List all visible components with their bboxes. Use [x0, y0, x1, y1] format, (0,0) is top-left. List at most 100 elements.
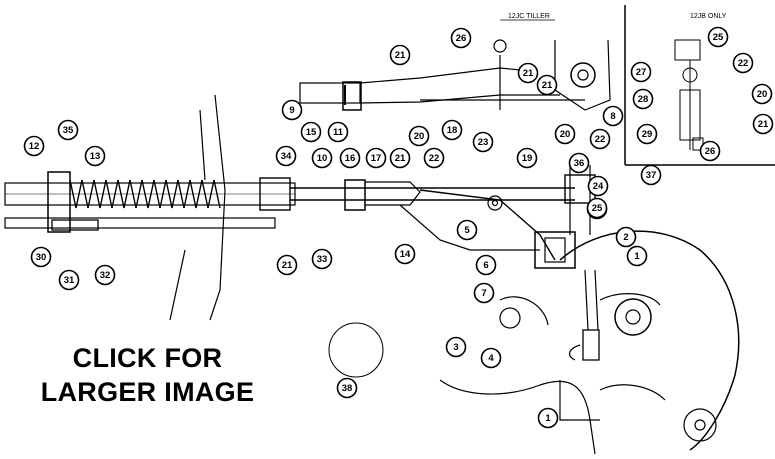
- callout-13: 13: [84, 145, 106, 167]
- callout-26: 26: [699, 140, 721, 162]
- callout-30: 30: [30, 246, 52, 268]
- callout-38: 38: [336, 377, 358, 399]
- callout-28: 28: [632, 88, 654, 110]
- callout-number: 11: [333, 127, 344, 138]
- callout-number: 34: [281, 151, 292, 162]
- callout-circle: [94, 264, 116, 286]
- callout-circle: [300, 121, 322, 143]
- callout-21: 21: [752, 113, 774, 135]
- callout-15: 15: [300, 121, 322, 143]
- callout-31: 31: [58, 269, 80, 291]
- callout-number: 24: [593, 181, 604, 192]
- click-for-label[interactable]: CLICK FOR: [72, 343, 223, 373]
- callout-5: 5: [456, 219, 478, 241]
- inset-caption: 12JB ONLY: [690, 13, 727, 20]
- callout-7: 7: [473, 282, 495, 304]
- larger-image-label[interactable]: LARGER IMAGE: [40, 377, 255, 407]
- callout-32: 32: [94, 264, 116, 286]
- callout-circle: [568, 152, 590, 174]
- callout-17: 17: [365, 147, 387, 169]
- callout-circle: [84, 145, 106, 167]
- callout-circle: [632, 88, 654, 110]
- callout-number: 25: [713, 32, 724, 43]
- callout-number: 20: [757, 89, 768, 100]
- callout-29: 29: [636, 123, 658, 145]
- callout-circle: [480, 347, 502, 369]
- callout-circle: [475, 254, 497, 276]
- callout-circle: [751, 83, 773, 105]
- callout-circle: [586, 197, 608, 219]
- callout-9: 9: [281, 99, 303, 121]
- callout-number: 1: [545, 413, 551, 424]
- callout-number: 37: [646, 170, 657, 181]
- callout-circle: [441, 119, 463, 141]
- callout-number: 22: [429, 153, 440, 164]
- callout-27: 27: [630, 61, 652, 83]
- callout-number: 29: [642, 129, 653, 140]
- callout-number: 26: [456, 33, 467, 44]
- callout-number: 26: [705, 146, 716, 157]
- callout-circle: [536, 74, 558, 96]
- callout-number: 22: [738, 58, 749, 69]
- callout-number: 18: [447, 125, 458, 136]
- callout-circle: [517, 62, 539, 84]
- callout-circle: [587, 175, 609, 197]
- callout-circle: [699, 140, 721, 162]
- tiller-caption: 12JC TILLER: [508, 13, 550, 20]
- callout-1: 1: [626, 245, 648, 267]
- callout-number: 6: [483, 260, 488, 271]
- callout-number: 1: [634, 251, 640, 262]
- callout-number: 9: [289, 105, 294, 116]
- callout-number: 32: [100, 270, 111, 281]
- callout-36: 36: [568, 152, 590, 174]
- callout-number: 14: [400, 249, 411, 260]
- callout-number: 10: [317, 153, 328, 164]
- callout-number: 38: [342, 383, 353, 394]
- part-38-disc: [328, 322, 384, 378]
- callout-circle: [450, 27, 472, 49]
- callout-number: 20: [414, 131, 425, 142]
- callout-circle: [311, 248, 333, 270]
- callout-circle: [456, 219, 478, 241]
- callout-number: 22: [595, 134, 606, 145]
- callout-circle: [389, 147, 411, 169]
- callout-21: 21: [389, 44, 411, 66]
- callout-number: 13: [90, 151, 101, 162]
- callout-circle: [472, 131, 494, 153]
- callout-circle: [365, 147, 387, 169]
- callout-circle: [554, 123, 576, 145]
- callout-20: 20: [554, 123, 576, 145]
- callout-number: 21: [758, 119, 769, 130]
- callout-26: 26: [450, 27, 472, 49]
- callout-23: 23: [472, 131, 494, 153]
- callout-circle: [537, 407, 559, 429]
- callout-35: 35: [57, 119, 79, 141]
- callout-circle: [732, 52, 754, 74]
- callout-number: 25: [592, 203, 603, 214]
- callout-14: 14: [394, 243, 416, 265]
- callout-number: 5: [464, 225, 470, 236]
- callout-number: 7: [481, 288, 486, 299]
- callout-4: 4: [480, 347, 502, 369]
- callout-18: 18: [441, 119, 463, 141]
- callout-number: 19: [522, 153, 533, 164]
- callout-21: 21: [536, 74, 558, 96]
- callout-number: 16: [345, 153, 356, 164]
- callout-11: 11: [327, 121, 349, 143]
- callout-circle: [640, 164, 662, 186]
- callout-22: 22: [732, 52, 754, 74]
- callout-circle: [589, 128, 611, 150]
- callout-number: 36: [574, 158, 585, 169]
- callout-circle: [339, 147, 361, 169]
- callout-circle: [615, 226, 637, 248]
- callout-22: 22: [589, 128, 611, 150]
- callout-circle: [275, 145, 297, 167]
- callout-number: 15: [306, 127, 317, 138]
- callout-circle: [602, 105, 624, 127]
- callout-number: 28: [638, 94, 649, 105]
- callout-circle: [445, 336, 467, 358]
- callout-circle: [389, 44, 411, 66]
- callout-number: 21: [395, 50, 406, 61]
